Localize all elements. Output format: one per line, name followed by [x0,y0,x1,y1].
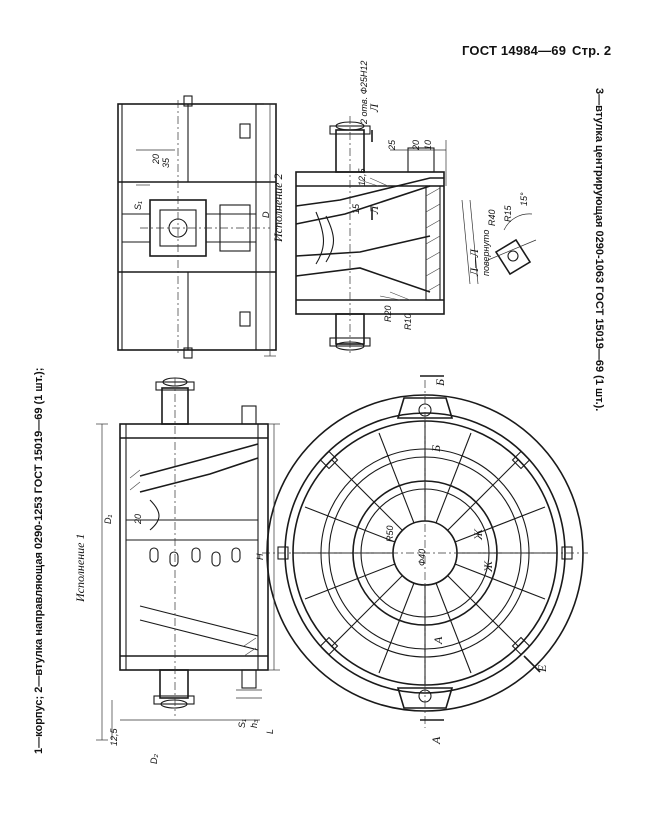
standard-code: ГОСТ 14984—69 [462,43,567,58]
dim-hole-spec: 2 отв. Ф25H12 [359,60,369,124]
dim-d3-front: Ф40 [417,548,427,566]
version-1-section-view [96,377,280,741]
marker-zh-2: Ж [481,561,495,572]
dim-d2-v1: D₂ [149,754,159,764]
legend-left: 1—корпус; 2—втулка направляющая 0290-125… [33,367,45,754]
dim-20-section: 20 [411,139,421,150]
dim-10-section: 10 [423,139,433,150]
detail-l-l [461,199,537,285]
marker-e-view: Е [535,664,549,672]
marker-l-bottom: Л [367,205,381,214]
dim-angle-15: 15° [519,192,529,206]
marker-b-arrow: Б [433,378,447,386]
dim-25-section: 25 [387,139,397,150]
marker-b-top: Б [429,444,443,452]
dim-d-top: D [261,211,271,219]
dim-r40-detail: R40 [487,209,497,226]
version-2-label: Исполнение 2 [271,173,285,242]
section-l-l-label: Л—Л [467,249,481,276]
dim-20-top: 20 [151,153,161,164]
page-number: Стр. 2 [572,43,612,58]
marker-l-top: Л [367,103,381,112]
dim-h3-v1: h₃ [249,719,259,728]
dim-s1-v1: S₁ [237,719,247,728]
dim-s1-top: S₁ [133,201,143,210]
version-1-label: Исполнение 1 [73,533,87,602]
dim-r10-section: R10 [403,313,413,330]
dim-20-v1: 20 [133,513,143,524]
marker-a-bottom: А [431,636,445,644]
version-2-side-view [117,95,277,359]
dim-r50-front: R50 [385,525,395,542]
legend-right: 3—втулка центрирующая 0290-1063 ГОСТ 150… [593,88,605,412]
front-view-circular [262,375,588,728]
dim-r15-detail: R15 [503,205,513,222]
dim-35-top: 35 [161,157,171,168]
dim-r20-section: R20 [383,305,393,322]
dim-15-section: 15 [351,203,361,214]
section-l-l-rotated: повернуто [481,229,491,276]
dim-12-5-v1: 12,5 [109,728,119,746]
version-2-section-view [295,116,447,356]
dim-h-v1: Н [255,553,265,561]
dim-12-5-section: 12,5 [357,168,367,186]
dim-l-v1: L [265,728,275,734]
dim-d1-v1: D₁ [103,514,113,524]
marker-a-arrow: А [429,736,443,744]
marker-zh-1: Ж [471,529,485,540]
